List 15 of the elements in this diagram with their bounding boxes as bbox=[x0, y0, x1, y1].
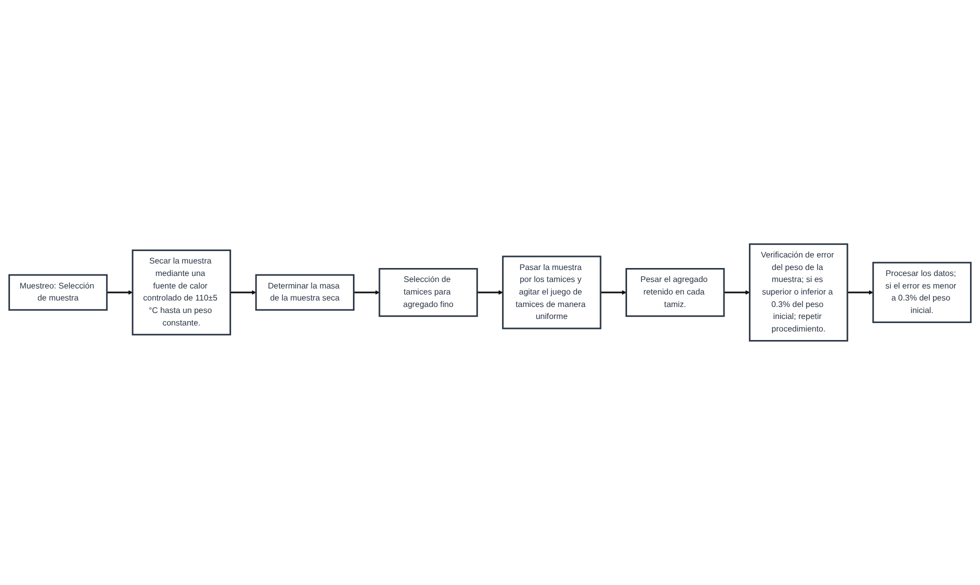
arrow bbox=[230, 290, 256, 295]
arrow bbox=[106, 290, 133, 295]
node-box: Selección de tamices para agregado fino bbox=[378, 268, 478, 317]
arrow bbox=[477, 290, 504, 295]
node-box: Procesar los datos; si el error es menor a 0.3% del peso inicial. bbox=[872, 262, 972, 324]
node-box: Verificación de error del peso de la muestra; si es superior o inferior a 0.3% del peso inicial; repetir procedimiento. bbox=[748, 243, 848, 342]
arrow bbox=[724, 290, 750, 295]
arrow bbox=[354, 290, 380, 295]
node-box: Pasar la muestra por los tamices y agitar el juego de tamices de manera uniforme bbox=[502, 256, 602, 330]
node-box: Pesar el agregado retenido en cada tamiz. bbox=[626, 268, 725, 317]
arrow bbox=[600, 290, 626, 295]
arrow bbox=[847, 290, 874, 295]
node-box: Secar la muestra mediante una fuente de calor controlado de 110±5 °C hasta un peso constante. bbox=[132, 250, 232, 336]
node-box: Determinar la masa de la muestra seca bbox=[255, 274, 354, 311]
node-box: Muestreo: Selección de muestra bbox=[8, 274, 108, 311]
